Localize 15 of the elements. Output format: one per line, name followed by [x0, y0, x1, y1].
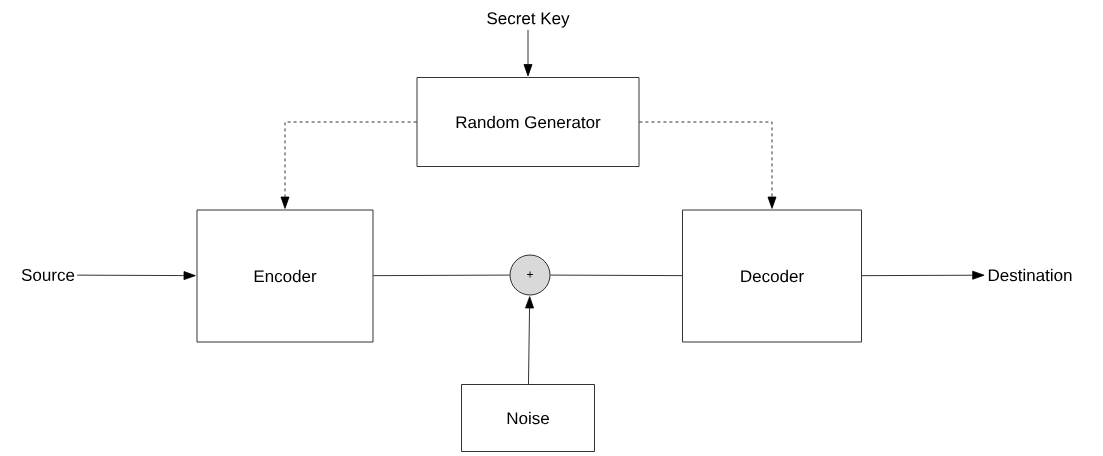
arrow [525, 296, 534, 385]
connector-line [373, 274, 510, 277]
arrow [861, 270, 985, 280]
dashed-arrow [280, 121, 417, 209]
process-box: Noise [461, 384, 595, 452]
input-label: Secret Key [487, 12, 570, 28]
connector-line [550, 274, 683, 277]
process-box: Encoder [196, 209, 374, 343]
process-box: Random Generator [416, 77, 640, 167]
arrow [523, 29, 533, 77]
dashed-arrow [639, 121, 777, 209]
input-label: Source [21, 269, 75, 282]
output-label: Destination [988, 268, 1072, 282]
arrow [76, 271, 196, 280]
process-box: Decoder [682, 209, 862, 343]
